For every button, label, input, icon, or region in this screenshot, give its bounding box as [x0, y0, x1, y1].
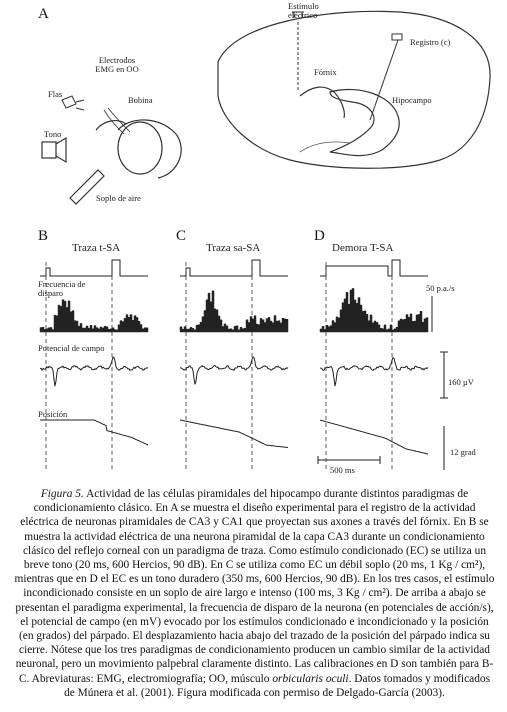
- panel-a-letter: A: [38, 6, 49, 22]
- calib-time: 500 ms: [330, 465, 355, 475]
- recording-electrode: [369, 39, 399, 121]
- label-bobina: Bobina: [128, 95, 153, 105]
- field-potential-c: [179, 356, 289, 385]
- field-potential-d: [319, 356, 429, 387]
- panel-d-title: Demora T-SA: [332, 242, 394, 254]
- panel-b-letter: B: [38, 228, 49, 244]
- calib-voltage: 160 µV: [448, 377, 474, 387]
- row-label-posicion: Posición: [38, 409, 68, 419]
- trace-panels: [39, 259, 448, 470]
- label-fornix: Fórnix: [314, 67, 337, 77]
- flash-icon: [61, 95, 85, 111]
- coil-shape: [95, 120, 127, 131]
- calib-rate: 50 p.a./s: [426, 283, 455, 293]
- field-potential-b: [39, 356, 149, 387]
- air-puff-tube: [69, 169, 105, 205]
- paradigm-c: [180, 259, 288, 277]
- row-label-potencial: Potencial de campo: [38, 343, 105, 353]
- paradigm-d: [320, 259, 428, 277]
- calib-voltage-bar: [440, 351, 448, 399]
- label-flas: Flas: [48, 89, 63, 99]
- label-hipocampo: Hipocampo: [392, 95, 432, 105]
- caption-italic-term: orbicularis oculi: [272, 672, 349, 685]
- eye-outline: [117, 121, 163, 175]
- panel-a-illustration: [41, 10, 491, 205]
- label-soplo: Soplo de aire: [96, 193, 141, 203]
- paradigm-b: [40, 259, 148, 277]
- panel-c-letter: C: [176, 228, 187, 244]
- speaker-icon: [41, 141, 57, 159]
- fornix-shape: [299, 86, 345, 119]
- emg-wires: [103, 107, 131, 135]
- row-label-frecuencia: Frecuencia de disparo: [38, 279, 86, 298]
- histogram-d: [319, 288, 429, 333]
- eyelid-position-c: [179, 419, 289, 448]
- panel-c-title: Traza sa-SA: [206, 242, 261, 254]
- eyelid-position-d: [319, 419, 429, 455]
- label-estimulo: Estímulo eléctrico: [288, 1, 319, 20]
- figure-caption: Figura 5. Actividad de las células piram…: [14, 487, 495, 700]
- panel-b-title: Traza t-SA: [72, 242, 121, 254]
- calib-angle: 12 grad: [450, 447, 476, 457]
- label-tono: Tono: [44, 129, 62, 139]
- label-registro: Registro (c): [410, 37, 451, 47]
- histogram-c: [179, 290, 289, 333]
- figure-label: Figura 5.: [40, 488, 84, 500]
- label-electrodos: Electrodos EMG en OO: [95, 55, 139, 74]
- hippocampus-shape: [329, 88, 400, 157]
- stimulator-symbol: [292, 11, 304, 18]
- caption-text-1: Actividad de las células piramidales del…: [14, 488, 495, 685]
- panel-d-letter: D: [314, 228, 325, 244]
- caption-text-2: . Datos tomados y modificados de Múnera …: [64, 672, 491, 699]
- eyelid-position-b: [40, 419, 149, 446]
- calib-time-bar: [317, 456, 381, 464]
- head-outline: [117, 119, 182, 179]
- brain-outline: [217, 10, 491, 169]
- recording-symbol: [391, 33, 403, 41]
- histogram-b: [39, 299, 149, 333]
